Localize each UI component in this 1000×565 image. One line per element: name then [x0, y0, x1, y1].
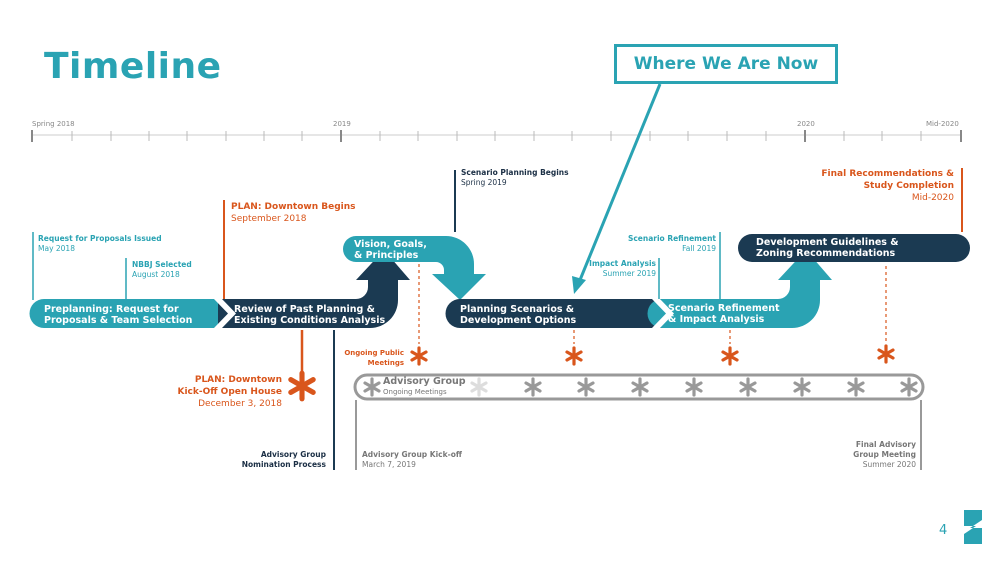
review-bar: [232, 250, 410, 328]
page-number: 4: [939, 523, 948, 538]
logo-icon: [964, 510, 982, 544]
refinement-text: Scenario Refinement& Impact Analysis: [668, 303, 780, 325]
vision-bar: [343, 236, 486, 300]
public-meeting-stars: [410, 344, 895, 366]
guidelines-text: Development Guidelines &Zoning Recommend…: [756, 237, 899, 259]
axis-ticks: [31, 130, 962, 142]
scenarios-text: Planning Scenarios &Development Options: [460, 304, 577, 326]
preplanning-bar: [29, 299, 228, 328]
axis-label-2019: 2019: [333, 120, 351, 128]
page-title: Timeline: [44, 46, 222, 87]
kickoff-star-icon: [291, 373, 313, 399]
where-we-are-now-callout: Where We Are Now: [614, 44, 838, 84]
axis-label-start: Spring 2018: [32, 120, 75, 128]
meeting-connectors: [418, 264, 887, 344]
refinement-bar: [647, 250, 832, 328]
axis-label-end: Mid-2020: [926, 120, 959, 128]
review-text: Review of Past Planning &Existing Condit…: [234, 304, 386, 326]
axis-label-2020: 2020: [797, 120, 815, 128]
vision-text: Vision, Goals,& Principles: [354, 239, 427, 261]
callout-pointer: [578, 83, 662, 281]
scenarios-bar: [445, 299, 668, 328]
guidelines-bar: [738, 234, 970, 262]
